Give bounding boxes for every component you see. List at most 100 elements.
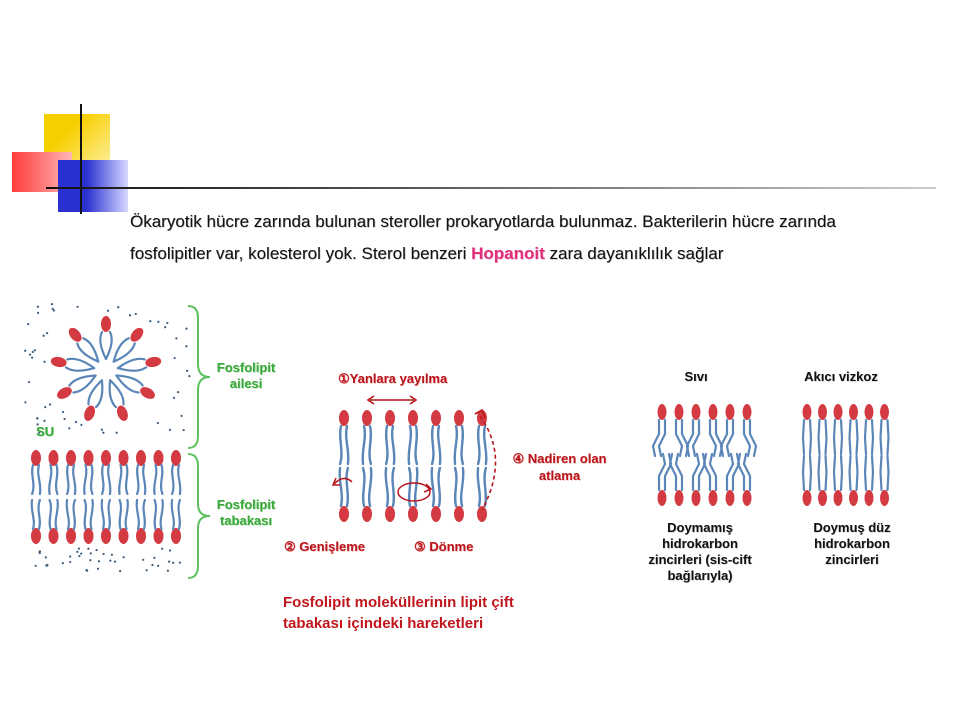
- water-dot: [161, 547, 164, 550]
- lipid-tail: [708, 418, 718, 458]
- lipid-tail: [87, 379, 103, 406]
- water-dot: [33, 349, 36, 352]
- lipid-tail: [453, 424, 459, 466]
- lipid-head: [145, 356, 162, 368]
- water-dot: [166, 569, 169, 572]
- water-dot: [110, 553, 113, 556]
- water-dot: [46, 332, 49, 335]
- water-dot: [76, 550, 79, 553]
- lipid-tail: [817, 418, 821, 456]
- water-dot: [68, 427, 71, 430]
- water-dot: [142, 558, 145, 561]
- lipid-head: [339, 506, 349, 522]
- lipid-head: [818, 490, 827, 506]
- lipid-tail: [413, 466, 419, 508]
- water-dot: [51, 431, 55, 434]
- lipid-tail: [824, 418, 828, 456]
- water-dot: [156, 421, 159, 425]
- water-dot: [185, 327, 188, 330]
- lipid-tail: [118, 463, 123, 496]
- water-dot: [167, 560, 171, 563]
- lipid-tail: [391, 466, 396, 508]
- lipid-head: [118, 528, 129, 544]
- lipid-tail: [135, 498, 140, 531]
- lipid-tail: [112, 337, 130, 363]
- water-dot: [80, 552, 83, 555]
- lipid-tail: [68, 374, 97, 387]
- lipid-tail: [808, 418, 813, 456]
- water-dot: [34, 564, 37, 567]
- lipid-head: [339, 410, 349, 426]
- lipid-tail: [384, 424, 389, 466]
- lipid-head: [136, 450, 146, 466]
- lipid-tail: [153, 463, 158, 496]
- water-dot: [87, 547, 90, 550]
- lipid-tail: [855, 418, 859, 456]
- lipid-tail: [436, 424, 442, 466]
- lipid-tail: [345, 466, 350, 508]
- lipid-head: [674, 404, 684, 420]
- lipid-tail: [736, 452, 746, 492]
- lipid-head: [48, 528, 59, 544]
- lipid-head: [408, 506, 418, 522]
- arrow-head: [366, 395, 375, 405]
- lipid-head: [385, 410, 395, 426]
- water-dot: [122, 556, 125, 559]
- lipid-head: [83, 528, 94, 544]
- water-dot: [28, 353, 32, 356]
- lipid-tail: [886, 418, 890, 456]
- lipid-tail: [54, 463, 59, 496]
- water-dot: [153, 556, 156, 559]
- lipid-head: [118, 450, 129, 466]
- lipid-head: [140, 387, 155, 399]
- lipid-head: [691, 404, 701, 420]
- water-dot: [36, 305, 40, 308]
- lipid-head: [708, 404, 718, 420]
- lipid-head: [725, 404, 735, 420]
- water-dot: [36, 423, 39, 426]
- water-dot: [100, 428, 104, 431]
- lipid-tail: [115, 374, 140, 394]
- label-rotation: ③ Dönme: [414, 539, 474, 554]
- lipid-tail: [384, 466, 390, 508]
- lipid-tail: [430, 466, 436, 508]
- lipid-tail: [76, 342, 100, 363]
- water-dot: [52, 309, 56, 312]
- water-dot: [173, 356, 176, 360]
- lipid-tail: [361, 466, 366, 508]
- brace-micelle: [187, 305, 211, 449]
- lipid-head: [116, 405, 128, 421]
- lipid-tail: [801, 454, 806, 492]
- lipid-tail: [116, 357, 146, 370]
- water-dot: [172, 561, 175, 564]
- lipid-head: [864, 490, 874, 506]
- lipid-tail: [124, 498, 129, 531]
- water-dot: [43, 419, 46, 422]
- water-dot: [185, 345, 188, 348]
- lipid-tail: [72, 374, 97, 394]
- water-dot: [151, 563, 154, 567]
- lipid-tail: [808, 454, 813, 492]
- water-dot: [172, 396, 176, 399]
- water-dot: [128, 314, 132, 317]
- lipid-tail: [54, 498, 59, 531]
- lipid-head: [657, 490, 667, 506]
- lipid-tail: [99, 330, 108, 361]
- lipid-head: [83, 450, 94, 466]
- water-dot: [50, 303, 54, 306]
- arrow-head: [331, 477, 340, 486]
- water-dot: [102, 552, 105, 556]
- lipid-tail: [37, 498, 41, 531]
- water-dot: [119, 570, 122, 573]
- lipid-tail: [100, 498, 105, 531]
- arrow-rotation: [397, 482, 431, 502]
- water-dot: [27, 380, 31, 384]
- arrow-head: [474, 408, 486, 419]
- water-dot: [109, 559, 112, 562]
- water-dot: [69, 560, 72, 564]
- lipid-head: [454, 506, 464, 522]
- lipid-tail: [691, 418, 701, 458]
- lipid-tail: [886, 454, 890, 492]
- water-dot: [42, 334, 45, 337]
- water-dot: [74, 420, 78, 424]
